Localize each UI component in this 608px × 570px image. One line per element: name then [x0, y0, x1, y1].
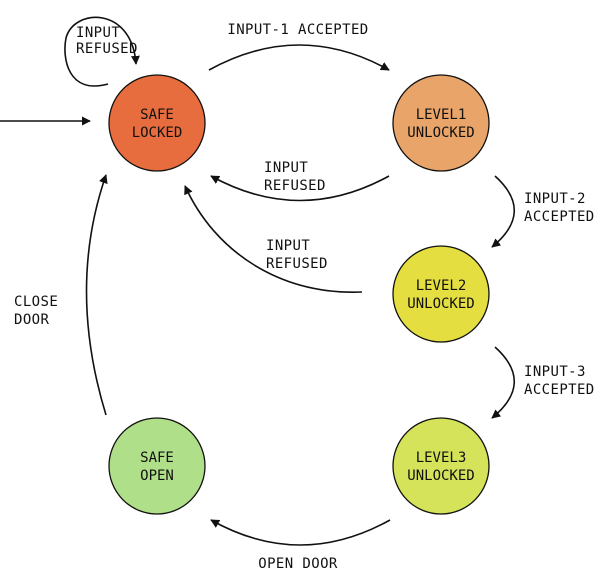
state-label-line1: LEVEL3 [416, 450, 467, 466]
input2-accepted-label-line2: ACCEPTED [524, 209, 595, 225]
state-circle [392, 417, 490, 515]
close-door-arrow [85, 174, 108, 416]
level2-refused-arrow [184, 185, 363, 293]
state-label-line1: SAFE [140, 107, 174, 123]
state-label-line1: LEVEL2 [416, 278, 467, 294]
close-door-label-line2: DOOR [14, 312, 49, 328]
level1-refused-label-line2: REFUSED [264, 178, 326, 194]
state-label-line1: LEVEL1 [416, 107, 467, 123]
state-label-line2: UNLOCKED [407, 125, 474, 141]
state-label-line2: UNLOCKED [407, 468, 474, 484]
state-level3-unlocked: LEVEL3 UNLOCKED [392, 417, 490, 515]
level1-refused-label-line1: INPUT [264, 160, 308, 176]
input2-accepted-arrow [491, 175, 516, 248]
input3-accepted-label-line1: INPUT-3 [524, 364, 586, 380]
self-refused-label-line2: REFUSED [76, 41, 138, 57]
state-label-line1: SAFE [140, 450, 174, 466]
state-label-line2: LOCKED [132, 125, 183, 141]
open-door-label: OPEN DOOR [258, 556, 338, 570]
open-door-arrow [210, 519, 391, 546]
state-safe-locked: SAFE LOCKED [108, 74, 206, 172]
input3-accepted-label-line2: ACCEPTED [524, 382, 595, 398]
self-loop-refused-arrow [64, 16, 140, 87]
state-label-line2: OPEN [140, 468, 174, 484]
state-circle [392, 245, 490, 343]
state-level2-unlocked: LEVEL2 UNLOCKED [392, 245, 490, 343]
state-level1-unlocked: LEVEL1 UNLOCKED [392, 74, 490, 172]
level2-refused-label-line2: REFUSED [266, 256, 328, 272]
state-circle [108, 417, 206, 515]
input1-accepted-arrow [208, 44, 390, 71]
self-refused-label-line1: INPUT [76, 25, 120, 41]
level1-refused-arrow [210, 175, 390, 202]
state-safe-open: SAFE OPEN [108, 417, 206, 515]
input3-accepted-arrow [491, 346, 516, 419]
level2-refused-label-line1: INPUT [266, 238, 310, 254]
close-door-label-line1: CLOSE [14, 294, 58, 310]
state-circle [108, 74, 206, 172]
state-label-line2: UNLOCKED [407, 296, 474, 312]
input1-accepted-label: INPUT-1 ACCEPTED [227, 22, 368, 38]
input2-accepted-label-line1: INPUT-2 [524, 191, 586, 207]
state-circle [392, 74, 490, 172]
